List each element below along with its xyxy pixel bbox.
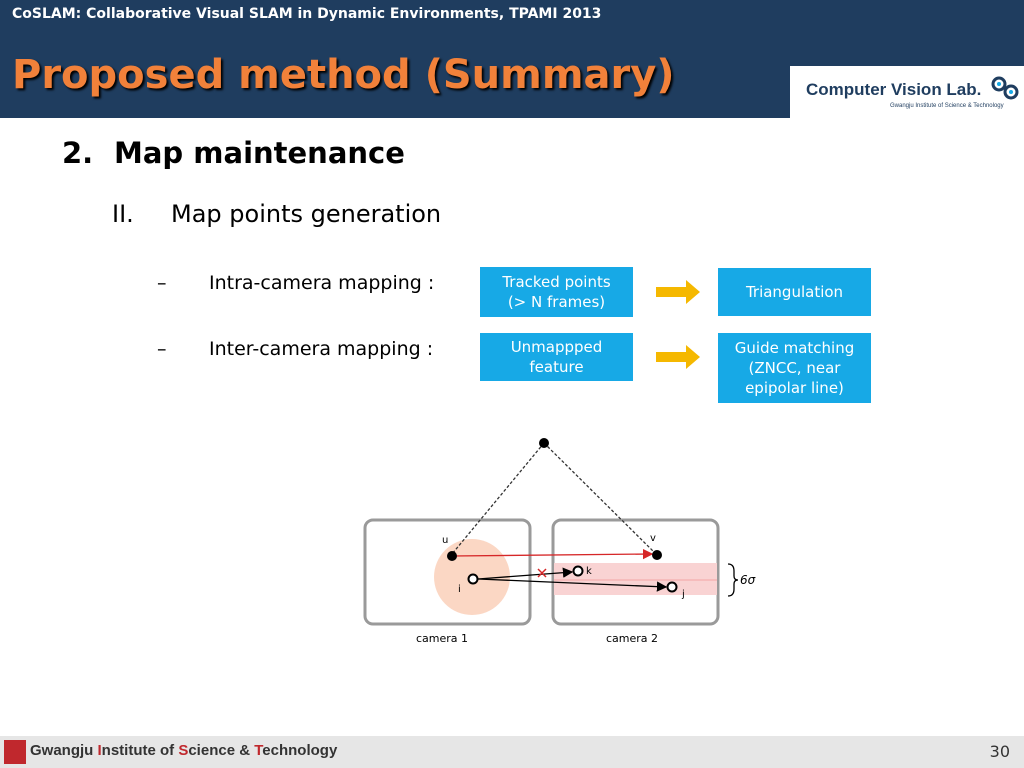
page-number: 30	[989, 742, 1010, 761]
header-bar: CoSLAM: Collaborative Visual SLAM in Dyn…	[0, 0, 1024, 118]
point-i	[467, 573, 479, 585]
brace-icon	[727, 563, 739, 597]
subsection-title: Map points generation	[171, 200, 442, 228]
box-text-line: epipolar line)	[745, 379, 844, 397]
mismatch-cross-icon	[537, 568, 547, 578]
box-text-line: (ZNCC, near	[748, 359, 841, 377]
bullet-intra-camera: – Intra-camera mapping :	[157, 272, 434, 294]
lab-logo-text: Computer Vision Lab.	[806, 80, 982, 99]
box-triangulation: Triangulation	[718, 268, 871, 316]
projection-ray-v	[543, 442, 657, 555]
point-k	[572, 565, 584, 577]
gist-logo-icon	[4, 740, 26, 764]
section-heading: 2. Map maintenance	[62, 136, 405, 170]
lab-logo-subtext: Gwangju Institute of Science & Technolog…	[890, 103, 1004, 109]
label-i: i	[458, 584, 461, 595]
institution-highlight: T	[254, 742, 263, 759]
institution-text: nstitute of	[101, 742, 179, 759]
slide-title: Proposed method (Summary)	[12, 52, 675, 98]
arrow-right-icon	[656, 280, 700, 304]
label-camera2: camera 2	[606, 632, 658, 645]
box-text-line: (> N frames)	[507, 293, 606, 311]
box-text-line: Guide matching	[734, 339, 855, 357]
epipolar-figure: u v i k j 6σ camera 1 camera 2	[363, 438, 756, 645]
subsection-heading: II. Map points generation	[112, 200, 441, 228]
projection-ray-u	[451, 442, 545, 555]
label-six-sigma: 6σ	[740, 573, 756, 587]
label-v: v	[650, 533, 656, 544]
point-j	[666, 581, 678, 593]
bullet-dash: –	[157, 272, 167, 294]
institution-text: echnology	[262, 742, 338, 759]
camera1-frame	[363, 518, 532, 626]
lab-logo: Computer Vision Lab. Gwangju Institute o…	[790, 66, 1024, 118]
map-point	[539, 438, 549, 448]
point-v	[652, 550, 662, 560]
section-number: 2.	[62, 136, 94, 170]
label-u: u	[442, 535, 448, 546]
box-guide-matching: Guide matching (ZNCC, near epipolar line)	[718, 333, 871, 403]
section-title: Map maintenance	[114, 136, 405, 170]
label-j: j	[681, 589, 685, 600]
institution-highlight: I	[97, 742, 102, 759]
arrow-right-icon	[656, 345, 700, 369]
camera2-frame	[551, 518, 720, 626]
label-k: k	[586, 566, 592, 577]
lab-logo-icon	[991, 76, 1019, 100]
correspondence-line	[451, 548, 654, 560]
box-text-line: Unmappped	[510, 338, 603, 356]
point-u	[447, 551, 457, 561]
bullet-inter-camera: – Inter-camera mapping :	[157, 338, 433, 360]
label-camera1: camera 1	[416, 632, 468, 645]
conference-title: CoSLAM: Collaborative Visual SLAM in Dyn…	[12, 6, 602, 22]
box-text-line: Tracked points	[502, 273, 611, 291]
subsection-number: II.	[112, 200, 134, 228]
box-unmapped-feature: Unmappped feature	[480, 333, 633, 381]
box-tracked-points: Tracked points (> N frames)	[480, 267, 633, 317]
box-text-line: Triangulation	[745, 283, 844, 301]
institution-text: Gwangju	[30, 742, 98, 759]
bullet-dash: –	[157, 338, 167, 360]
bullet-label: Intra-camera mapping :	[209, 272, 435, 294]
footer-bar: Gwangju Institute of Science & Technolog…	[0, 736, 1024, 768]
bullet-label: Inter-camera mapping :	[209, 338, 434, 360]
institution-name: Gwangju Institute of Science & Technolog…	[30, 742, 337, 759]
box-text-line: feature	[529, 358, 584, 376]
institution-highlight: S	[178, 742, 189, 759]
institution-text: cience &	[188, 742, 255, 759]
